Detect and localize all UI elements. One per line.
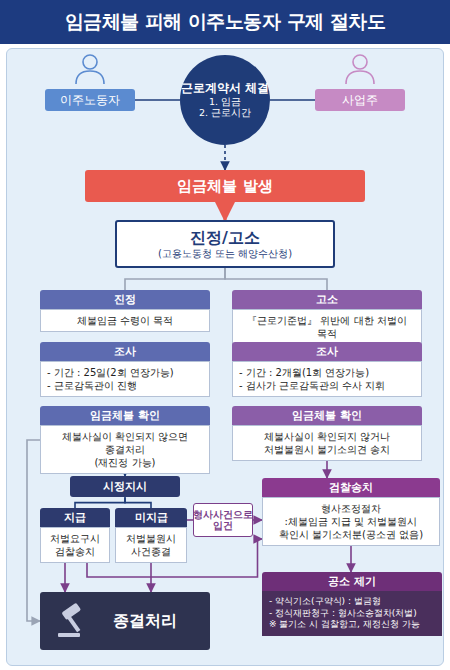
person-icon (76, 55, 104, 84)
connector-arrow (224, 145, 226, 170)
connector-arrow (253, 519, 262, 521)
box-body: - 기간 : 2개월(1회 연장가능)- 검사가 근로감독관의 수사 지휘 (232, 361, 422, 397)
step-box: 검찰송치형사조정절차:체불임금 지급 및 처벌불원시 확인시 불기소처분(공소권… (262, 478, 440, 546)
box-body: 처벌불원시 사건종결 (115, 527, 187, 563)
box-heading: 임금체불 확인 (44, 408, 206, 423)
outcome-box: 미지급처벌불원시 사건종결 (115, 508, 187, 563)
box-label: 이주노동자 (60, 93, 120, 107)
title-bar: 임금체불 피해 이주노동자 구제 절차도 (0, 0, 450, 44)
person-icon (346, 55, 374, 84)
end-box: 종결처리 (40, 592, 210, 650)
box-heading: 공소 제기 (266, 574, 438, 589)
box-heading: 진정 (44, 292, 206, 307)
process-box: 진정/고소(고용노동청 또는 해양수산청) (115, 220, 335, 268)
actor-box: 이주노동자 (45, 89, 135, 111)
box-label: 진정/고소 (190, 228, 260, 247)
box-text: - 기간 : 2개월(1회 연장가능) (239, 366, 415, 379)
header-band: 미지급 (115, 508, 187, 527)
box-heading: 조사 (44, 344, 206, 359)
box-label: 근로계약서 체결 (181, 81, 269, 95)
box-label: 임금체불 발생 (177, 177, 272, 195)
box-text: 형사조정절차 (269, 502, 433, 515)
connector-arrow (350, 546, 352, 572)
box-heading: 임금체불 확인 (236, 408, 418, 423)
box-heading: 미지급 (119, 510, 183, 525)
connector-arrow (225, 268, 327, 290)
box-text: ※ 불기소 시 검찰항고, 재정신청 가능 (269, 619, 435, 631)
contract-circle: 근로계약서 체결1. 임금2. 근로시간 (180, 55, 270, 145)
connector-arrow (270, 99, 315, 101)
header-band: 조사 (232, 342, 422, 361)
connector-arrow (135, 99, 180, 101)
box-text: (재진정 가능) (47, 456, 203, 469)
box-body: - 기간 : 25일(2회 연장가능)- 근로감독관이 진행 (40, 361, 210, 397)
step-box: 진정체불임금 수령이 목적 (40, 290, 210, 332)
header-band: 조사 (40, 342, 210, 361)
box-label: 종결처리 (113, 611, 177, 630)
box-text: - 기간 : 25일(2회 연장가능) (47, 366, 203, 379)
box-body: 체불임금 수령이 목적 (40, 309, 210, 332)
box-label: 형사사건으로 입건 (193, 509, 253, 532)
box-text: 체불사실이 확인되지 않거나 (239, 430, 415, 443)
box-text: 1. 임금 (209, 96, 241, 107)
step-box: 고소 『근로기준법』 위반에 대한 처벌이 목적 (232, 290, 422, 345)
box-label: 사업주 (342, 93, 378, 107)
connector-arrow (75, 497, 125, 508)
box-text: - 약식기소(구약식) : 벌금형 (269, 596, 435, 608)
connector-arrow (27, 440, 40, 621)
step-band: 시정지시 (70, 476, 180, 497)
step-box: 임금체불 확인체불사실이 확인되지 않거나처벌불원시 불기소의견 송치 (232, 406, 422, 461)
step-box: 조사 - 기간 : 25일(2회 연장가능)- 근로감독관이 진행 (40, 342, 210, 397)
box-body: 형사조정절차:체불임금 지급 및 처벌불원시 확인시 불기소처분(공소권 없음) (262, 497, 440, 546)
box-text: (고용노동청 또는 해양수산청) (158, 248, 292, 260)
header-band: 임금체불 확인 (232, 406, 422, 425)
box-text: - 근로감독관이 진행 (47, 379, 203, 392)
step-box: 임금체불 확인체불사실이 확인되지 않으면 종결처리(재진정 가능) (40, 406, 210, 474)
box-heading: 고소 (236, 292, 418, 307)
outcome-box: 지급처벌요구시 검찰송치 (40, 508, 110, 563)
actor-box: 사업주 (315, 89, 405, 111)
box-text: 처벌불원시 불기소의견 송치 (239, 443, 415, 456)
box-text: :체불임금 지급 및 처벌불원시 확인시 불기소처분(공소권 없음) (269, 515, 433, 541)
box-body: 체불사실이 확인되지 않거나처벌불원시 불기소의견 송치 (232, 425, 422, 461)
box-text: 2. 근로시간 (199, 107, 251, 118)
box-text: 체불사실이 확인되지 않으면 종결처리 (47, 430, 203, 456)
box-heading: 조사 (236, 344, 418, 359)
header-band: 검찰송치 (262, 478, 440, 497)
box-body: - 약식기소(구약식) : 벌금형- 정식재판청구 : 형사소송절차(처벌)※ … (262, 591, 442, 636)
header-band: 공소 제기 (262, 572, 442, 591)
box-label: 시정지시 (103, 480, 147, 493)
connector-arrow (125, 497, 151, 508)
box-text: 『근로기준법』 위반에 대한 처벌이 목적 (239, 314, 415, 340)
header-band: 고소 (232, 290, 422, 309)
box-body: 체불사실이 확인되지 않으면 종결처리(재진정 가능) (40, 425, 210, 474)
result-box: 공소 제기 - 약식기소(구약식) : 벌금형- 정식재판청구 : 형사소송절차(… (262, 572, 442, 636)
connector-arrow (64, 563, 66, 592)
header-band: 지급 (40, 508, 110, 527)
box-text: 처벌요구시 검찰송치 (47, 532, 103, 558)
box-body: 처벌요구시 검찰송치 (40, 527, 110, 563)
step-box: 조사 - 기간 : 2개월(1회 연장가능)- 검사가 근로감독관의 수사 지휘 (232, 342, 422, 397)
connector-arrow (224, 202, 227, 220)
connector-arrow (150, 563, 152, 592)
note-box: 형사사건으로 입건 (193, 503, 253, 537)
connector-arrow (326, 461, 328, 478)
diagram-title: 임금체불 피해 이주노동자 구제 절차도 (65, 9, 385, 35)
box-heading: 검찰송치 (266, 480, 436, 495)
box-text: - 정식재판청구 : 형사소송절차(처벌) (269, 608, 435, 620)
box-body: 『근로기준법』 위반에 대한 처벌이 목적 (232, 309, 422, 345)
box-heading: 지급 (44, 510, 106, 525)
box-text: - 검사가 근로감독관의 수사 지휘 (239, 379, 415, 392)
header-band: 임금체불 확인 (40, 406, 210, 425)
box-text: 체불임금 수령이 목적 (47, 314, 203, 327)
header-band: 진정 (40, 290, 210, 309)
event-band: 임금체불 발생 (85, 170, 365, 202)
connector-arrow (125, 268, 225, 290)
box-text: 처벌불원시 사건종결 (122, 532, 180, 558)
